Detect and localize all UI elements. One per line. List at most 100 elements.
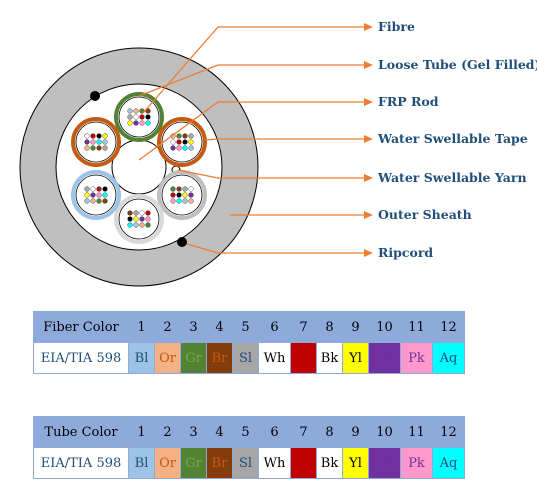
fiber-dot — [102, 145, 108, 151]
loose-tube — [71, 170, 121, 220]
fiber-dot — [182, 186, 188, 192]
label-fibre: Fibre — [378, 19, 415, 34]
tube-number-5: 5 — [232, 416, 259, 448]
fiber-dot — [145, 120, 151, 126]
tube-number-10: 10 — [368, 416, 401, 448]
fiber-dot — [176, 186, 182, 192]
fiber-code-rd: Rd — [290, 342, 317, 374]
tube-code-pk: Pk — [400, 447, 433, 479]
fiber-dot — [182, 145, 188, 151]
fiber-code-aq: Aq — [432, 342, 465, 374]
fiber-code-pk: Pk — [400, 342, 433, 374]
fiber-dot — [170, 192, 176, 198]
fiber-dot — [176, 145, 182, 151]
loose-tube — [157, 170, 207, 220]
leader-arrowhead — [364, 135, 373, 143]
fiber-dot — [176, 139, 182, 145]
fiber-number-6: 6 — [258, 311, 291, 343]
fiber-dot — [90, 186, 96, 192]
tube-inner-wall — [118, 96, 160, 138]
tube-color-header: Tube Color — [33, 416, 129, 448]
fiber-dot — [188, 139, 194, 145]
tube-code-vi: Vi — [368, 447, 401, 479]
fiber-dot — [96, 145, 102, 151]
fiber-dot — [145, 222, 151, 228]
leader-line — [138, 101, 365, 161]
tube-number-3: 3 — [180, 416, 207, 448]
cable-cross-section-diagram: Fibre Loose Tube (Gel Filled) FRP Rod Wa… — [19, 19, 537, 287]
fiber-code-gr: Gr — [180, 342, 207, 374]
loose-tube — [114, 194, 164, 244]
tube-code-bl: Bl — [128, 447, 155, 479]
loose-tube — [71, 117, 121, 167]
fiber-dot — [102, 198, 108, 204]
leader-arrowhead — [364, 61, 373, 69]
fiber-dot — [84, 192, 90, 198]
fiber-dot — [182, 198, 188, 204]
fiber-dot — [84, 198, 90, 204]
fiber-number-3: 3 — [180, 311, 207, 343]
tube-inner-wall — [118, 198, 160, 240]
loose-tube — [114, 92, 164, 142]
fiber-code-wh: Wh — [258, 342, 291, 374]
fiber-dot — [127, 216, 133, 222]
fiber-dot — [139, 210, 145, 216]
tube-inner-wall — [161, 174, 203, 216]
fiber-dot — [188, 186, 194, 192]
fiber-number-10: 10 — [368, 311, 401, 343]
fiber-standard-label: EIA/TIA 598 — [33, 342, 129, 374]
fiber-dot — [133, 210, 139, 216]
tube-code-aq: Aq — [432, 447, 465, 479]
leader-arrowhead — [364, 23, 373, 31]
fiber-dot — [176, 198, 182, 204]
fiber-dot — [133, 108, 139, 114]
fiber-dot — [182, 192, 188, 198]
tube-code-br: Br — [206, 447, 233, 479]
fiber-code-bk: Bk — [316, 342, 343, 374]
fiber-dot — [84, 186, 90, 192]
fiber-dot — [182, 139, 188, 145]
tube-number-2: 2 — [154, 416, 181, 448]
tube-number-12: 12 — [432, 416, 465, 448]
fiber-dot — [133, 216, 139, 222]
fiber-code-br: Br — [206, 342, 233, 374]
fiber-code-vi: Vi — [368, 342, 401, 374]
fiber-number-7: 7 — [290, 311, 317, 343]
leader-arrowhead — [364, 98, 373, 106]
fiber-dot — [96, 139, 102, 145]
fiber-dot — [145, 210, 151, 216]
fiber-dot — [102, 133, 108, 139]
leader-arrowhead — [364, 174, 373, 182]
callout-leaders — [138, 23, 373, 257]
fiber-code-or: Or — [154, 342, 181, 374]
tube-standard-label: EIA/TIA 598 — [33, 447, 129, 479]
label-outer-sheath: Outer Sheath — [378, 207, 472, 222]
leader-line — [138, 64, 365, 97]
fiber-dot — [170, 186, 176, 192]
fiber-dot — [84, 145, 90, 151]
tube-number-1: 1 — [128, 416, 155, 448]
loose-tube — [157, 117, 207, 167]
fiber-dot — [188, 192, 194, 198]
fiber-dot — [90, 133, 96, 139]
fiber-number-9: 9 — [342, 311, 369, 343]
fiber-dot — [188, 198, 194, 204]
fiber-dot — [170, 139, 176, 145]
fiber-number-8: 8 — [316, 311, 343, 343]
fiber-dot — [139, 120, 145, 126]
fiber-dot — [182, 133, 188, 139]
tube-code-or: Or — [154, 447, 181, 479]
fiber-number-1: 1 — [128, 311, 155, 343]
fiber-dot — [145, 216, 151, 222]
fiber-dot — [127, 120, 133, 126]
tube-inner-wall — [75, 121, 117, 163]
fiber-dot — [102, 192, 108, 198]
fiber-dot — [133, 114, 139, 120]
tube-number-4: 4 — [206, 416, 233, 448]
fiber-dot — [176, 133, 182, 139]
fiber-dot — [188, 145, 194, 151]
